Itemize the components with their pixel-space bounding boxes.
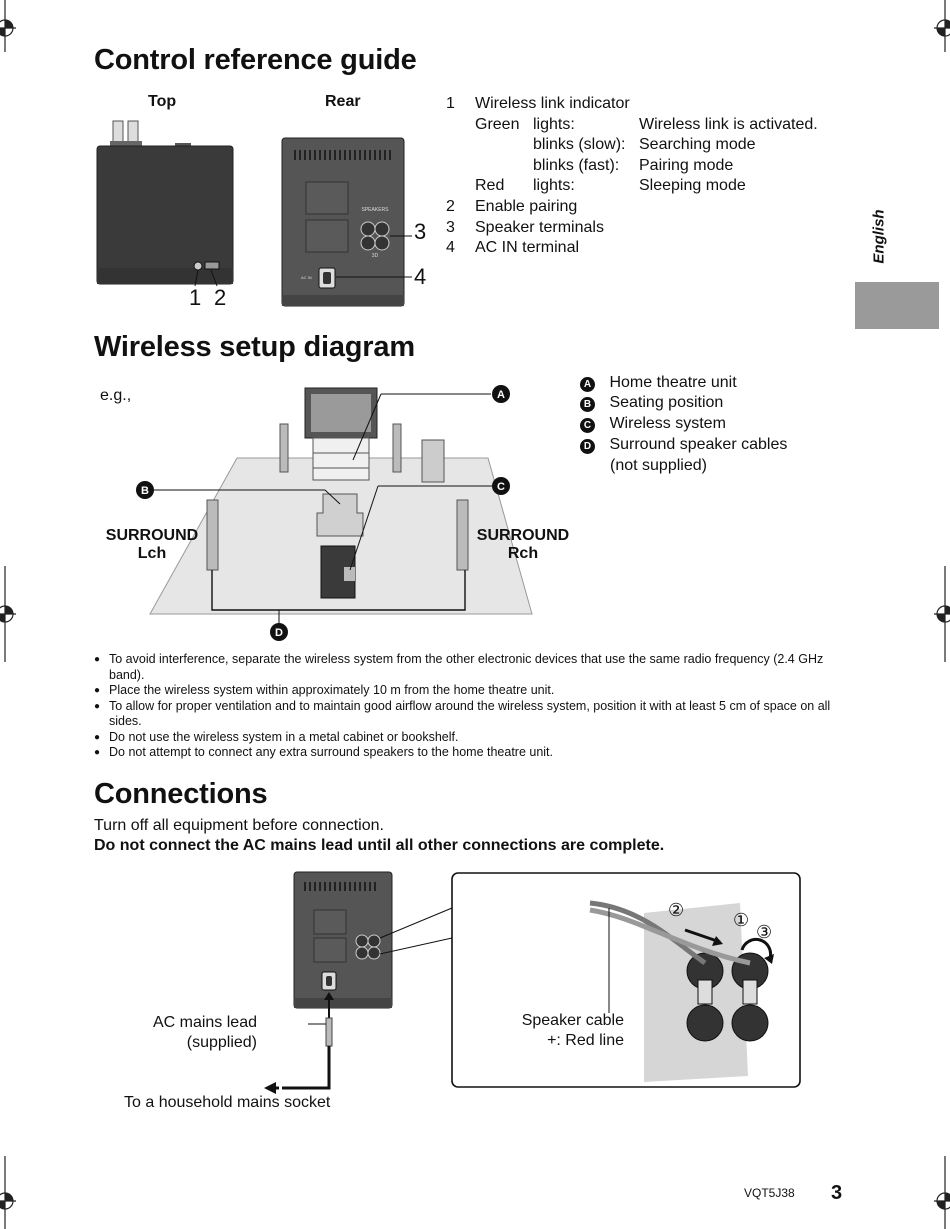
ref-num-4: 4	[446, 239, 455, 256]
step-1: ①	[733, 910, 750, 930]
ref-num-1: 1	[446, 95, 455, 112]
speaker-cable-line2: +: Red line	[547, 1032, 624, 1049]
indicator-red-lights: lights:	[533, 177, 575, 194]
surround-right-label: SURROUND Rch	[475, 527, 571, 563]
surround-left-label: SURROUND Lch	[104, 527, 200, 563]
surround-left-line1: SURROUND	[105, 527, 199, 544]
surround-left-line2: Lch	[137, 545, 167, 562]
language-tab	[855, 282, 939, 329]
callout-2: 2	[214, 285, 227, 310]
ac-lead-label: AC mains lead (supplied)	[137, 1013, 257, 1053]
device-top-view	[96, 120, 234, 287]
indicator-green-lights-meaning: Wireless link is activated.	[639, 116, 818, 133]
diagram-badge-a: A	[497, 389, 505, 401]
rear-3d-text: 3D	[372, 253, 379, 259]
legend-text-d2: (not supplied)	[610, 457, 707, 474]
ac-lead-line2: (supplied)	[186, 1034, 257, 1051]
wireless-setup-illustration: A B C D	[136, 385, 533, 641]
rear-speakers-text: SPEAKERS	[362, 207, 390, 213]
legend-item-d: D Surround speaker cables	[580, 436, 787, 454]
note-item: Place the wireless system within approxi…	[94, 683, 854, 699]
legend-badge-b: B	[580, 397, 595, 412]
legend-badge-d: D	[580, 439, 595, 454]
indicator-green-lights: lights:	[533, 116, 575, 133]
rear-view-label: Rear	[325, 93, 361, 110]
top-view-label: Top	[148, 93, 177, 110]
indicator-slow-meaning: Searching mode	[639, 136, 756, 153]
step-2: ②	[668, 900, 685, 920]
section-title-wireless: Wireless setup diagram	[94, 331, 415, 363]
legend-item-b: B Seating position	[580, 394, 723, 412]
rear-acin-text: AC IN	[301, 275, 312, 280]
legend-text-b: Seating position	[609, 394, 724, 411]
callout-1: 1	[189, 285, 202, 310]
section-title-control: Control reference guide	[94, 44, 417, 76]
connections-warning: Do not connect the AC mains lead until a…	[94, 837, 665, 854]
ref-text-3: Speaker terminals	[475, 219, 604, 236]
ac-lead-line1: AC mains lead	[152, 1014, 257, 1031]
callout-4: 4	[414, 264, 427, 289]
speaker-cable-line1: Speaker cable	[521, 1012, 624, 1029]
ref-num-2: 2	[446, 198, 455, 215]
surround-right-line1: SURROUND	[476, 527, 570, 544]
wireless-notes: To avoid interference, separate the wire…	[94, 652, 854, 761]
note-item: Do not attempt to connect any extra surr…	[94, 745, 854, 761]
diagram-badge-c: C	[497, 481, 505, 493]
speaker-cable-label: Speaker cable +: Red line	[500, 1011, 624, 1051]
indicator-blinks-fast: blinks (fast):	[533, 157, 620, 174]
ref-text-2: Enable pairing	[475, 198, 578, 215]
indicator-red: Red	[475, 177, 505, 194]
legend-text-d: Surround speaker cables	[609, 436, 788, 453]
legend-text-a: Home theatre unit	[609, 374, 737, 391]
legend-text-c: Wireless system	[609, 415, 726, 432]
step-3: ③	[756, 922, 773, 942]
ref-text-4: AC IN terminal	[475, 239, 580, 256]
ref-num-3: 3	[446, 219, 455, 236]
legend-item-a: A Home theatre unit	[580, 374, 737, 392]
indicator-fast-meaning: Pairing mode	[639, 157, 734, 174]
indicator-blinks-slow: blinks (slow):	[533, 136, 626, 153]
surround-right-line2: Rch	[507, 545, 539, 562]
note-item: To allow for proper ventilation and to m…	[94, 699, 854, 730]
legend-badge-c: C	[580, 418, 595, 433]
language-tab-label: English	[870, 209, 888, 264]
eg-label: e.g.,	[100, 387, 132, 404]
mains-socket-label: To a household mains socket	[124, 1094, 331, 1111]
device-rear-view: SPEAKERS 3D AC IN	[281, 137, 412, 307]
diagram-badge-d: D	[275, 627, 283, 639]
indicator-red-lights-meaning: Sleeping mode	[639, 177, 746, 194]
connections-instruction: Turn off all equipment before connection…	[94, 817, 384, 834]
model-code: VQT5J38	[744, 1186, 795, 1200]
note-item: Do not use the wireless system in a meta…	[94, 730, 854, 746]
connections-illustration	[264, 871, 801, 1094]
note-item: To avoid interference, separate the wire…	[94, 652, 854, 683]
page-number: 3	[831, 1182, 843, 1204]
legend-badge-a: A	[580, 377, 595, 392]
section-title-connections: Connections	[94, 778, 268, 810]
indicator-green: Green	[475, 116, 520, 133]
ref-text-1: Wireless link indicator	[475, 95, 630, 112]
diagram-badge-b: B	[141, 485, 149, 497]
callout-3: 3	[414, 219, 427, 244]
legend-item-c: C Wireless system	[580, 415, 726, 433]
